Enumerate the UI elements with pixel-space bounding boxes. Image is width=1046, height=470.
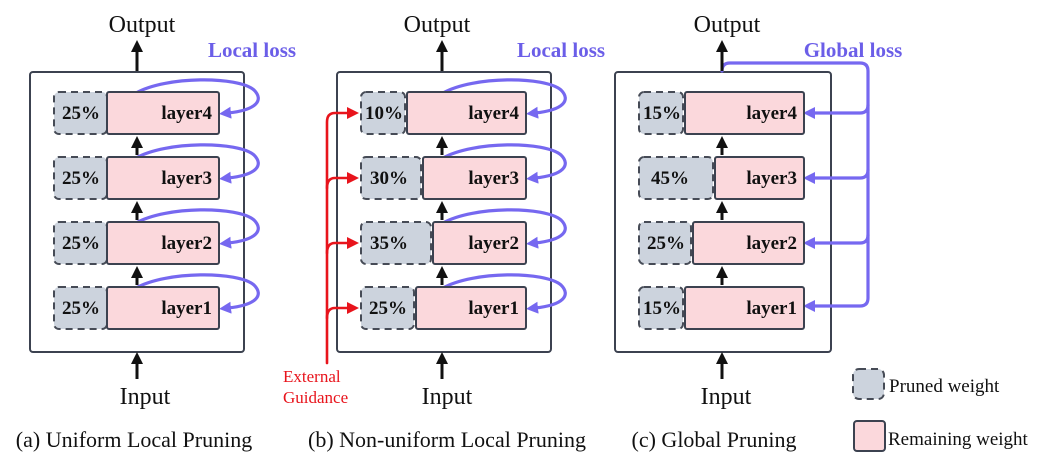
panel-b: 10% layer4 30% layer3 35% layer2 25% lay… <box>283 12 605 452</box>
panel-b-layer4-kept-box <box>406 91 527 135</box>
panel-a-layer3-kept-box <box>106 156 220 200</box>
panel-b-layer3-pct: 30% <box>370 168 408 189</box>
panel-c-layer2-kept-box <box>692 221 805 265</box>
panel-c-layer3-pruned-box <box>638 156 714 200</box>
global-loss-trunk-and-layer1-arrow <box>720 61 870 312</box>
panel-c-layer4-pruned-box <box>638 91 684 135</box>
panel-b-layer1-kept-box <box>415 286 527 330</box>
panel-b-loss-arrow-layer3 <box>441 143 567 184</box>
panel-a-layer1-pct: 25% <box>62 298 100 319</box>
panel-a: 25% layer4 25% layer3 25% layer2 25% lay… <box>16 12 296 452</box>
panel-c-layer3-name: layer3 <box>746 168 797 189</box>
panel-a-loss-label: Local loss <box>208 38 296 62</box>
legend-pruned-swatch <box>852 368 885 400</box>
panel-a-loss-arrow-layer3 <box>134 143 260 184</box>
panel-a-layer3-name: layer3 <box>161 168 212 189</box>
panel-a-input-label: Input <box>120 384 171 410</box>
panel-a-layer3-pct: 25% <box>62 168 100 189</box>
legend: Pruned weight Remaining weight <box>852 368 1029 452</box>
panel-b-layer1-pct: 25% <box>369 298 407 319</box>
panel-c-layer4-pct: 15% <box>643 103 681 124</box>
panel-a-output-label: Output <box>109 12 176 38</box>
legend-remaining-swatch <box>853 420 886 452</box>
panel-c-layer2-pruned-box <box>638 221 692 265</box>
panel-b-loss-arrow-layer4 <box>441 78 567 119</box>
panel-c-layer3-pct: 45% <box>651 168 689 189</box>
guidance-arrow-layer2 <box>325 237 359 255</box>
panel-c-layer2-pct: 25% <box>647 233 685 254</box>
panel-b-loss-arrow-layer1 <box>441 273 567 314</box>
panel-b-layer4-pruned-box <box>360 91 406 135</box>
global-loss-arrow-layer3 <box>803 168 870 184</box>
panel-b-layer1-pruned-box <box>360 286 415 330</box>
panel-b-input-label: Input <box>422 384 473 410</box>
panel-b-layer4-name: layer4 <box>468 103 519 124</box>
panel-b-layer4-pct: 10% <box>365 103 403 124</box>
guidance-arrow-layer3 <box>325 172 359 190</box>
panel-b-caption: (b) Non-uniform Local Pruning <box>308 427 586 452</box>
panel-b-layer3-name: layer3 <box>468 168 519 189</box>
panel-a-layer4-name: layer4 <box>161 103 212 124</box>
panel-a-loss-arrow-layer1 <box>134 273 260 314</box>
guidance-arrow-layer1 <box>325 302 359 320</box>
panel-c-layer1-pct: 15% <box>643 298 681 319</box>
panel-a-layer2-pct: 25% <box>62 233 100 254</box>
legend-pruned-label: Pruned weight <box>889 376 1000 397</box>
panel-c-input-label: Input <box>701 384 752 410</box>
panel-c-caption: (c) Global Pruning <box>632 427 797 452</box>
panel-a-layer4-pct: 25% <box>62 103 100 124</box>
panel-c-layer1-kept-box <box>684 286 805 330</box>
panel-a-layer2-name: layer2 <box>161 233 212 254</box>
panel-b-layer2-kept-box <box>432 221 527 265</box>
global-loss-arrow-layer2 <box>803 233 870 249</box>
panel-c-layer2-name: layer2 <box>746 233 797 254</box>
panel-c-layer4-kept-box <box>684 91 805 135</box>
panel-b-output-label: Output <box>404 12 471 38</box>
panel-b-layer1-name: layer1 <box>468 298 519 319</box>
panel-b-layer2-name: layer2 <box>468 233 519 254</box>
panel-c-layer1-pruned-box <box>638 286 684 330</box>
panel-a-layer2-kept-box <box>106 221 220 265</box>
legend-remaining-label: Remaining weight <box>888 429 1029 450</box>
panel-b-layer3-pruned-box <box>360 156 422 200</box>
guidance-arrow-layer4 <box>325 107 359 365</box>
panel-b-loss-arrow-layer2 <box>441 208 567 249</box>
panel-b-loss-label: Local loss <box>517 38 605 62</box>
global-loss-arrow-layer4 <box>803 103 870 119</box>
panel-a-loss-arrow-layer2 <box>134 208 260 249</box>
external-guidance-label-line1: External <box>283 367 341 386</box>
external-guidance-label-line2: Guidance <box>283 388 348 407</box>
panel-c: 15% layer4 45% layer3 25% layer2 15% lay… <box>614 12 903 452</box>
panel-b-layer2-pruned-box <box>360 221 432 265</box>
panel-a-caption: (a) Uniform Local Pruning <box>16 427 252 452</box>
panel-a-layer1-kept-box <box>106 286 220 330</box>
panel-a-layer4-kept-box <box>106 91 220 135</box>
panel-a-loss-arrow-layer4 <box>134 78 260 119</box>
panel-b-layer2-pct: 35% <box>370 233 408 254</box>
panel-c-layer3-kept-box <box>714 156 805 200</box>
panel-c-loss-label: Global loss <box>804 38 903 62</box>
panel-c-layer4-name: layer4 <box>746 103 797 124</box>
panel-b-layer3-kept-box <box>422 156 527 200</box>
panel-c-layer1-name: layer1 <box>746 298 797 319</box>
panel-c-output-label: Output <box>694 12 761 38</box>
panel-a-layer1-name: layer1 <box>161 298 212 319</box>
